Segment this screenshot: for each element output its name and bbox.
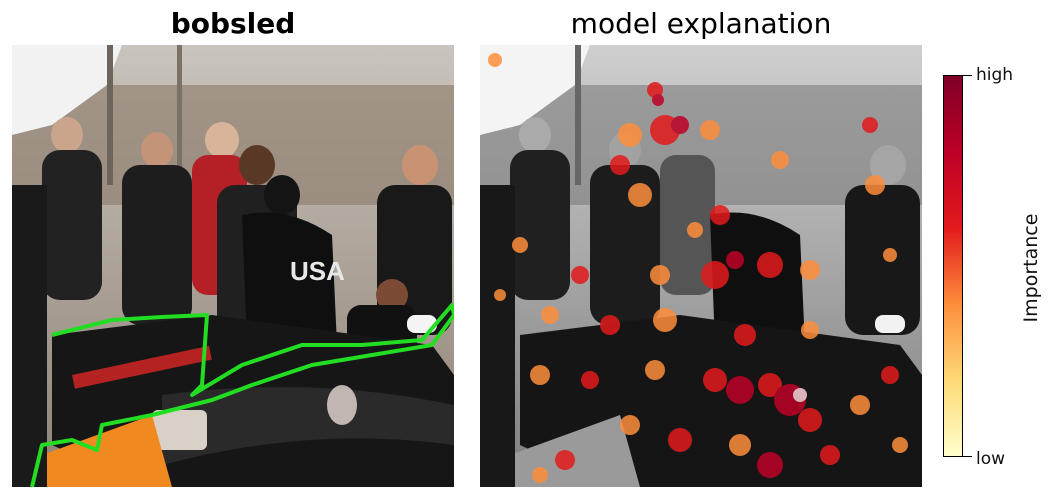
importance-colorbar — [943, 75, 963, 457]
left-panel-title: bobsled — [170, 7, 296, 40]
colorbar-low-label: low — [976, 449, 1006, 469]
colorbar-high-tick — [963, 75, 972, 76]
explanation-heatmap — [480, 45, 922, 487]
right-panel-title: model explanation — [570, 7, 832, 40]
colorbar-high-label: high — [976, 65, 1014, 85]
jersey-text: USA — [290, 256, 345, 286]
colorbar-low-tick — [963, 456, 972, 457]
colorbar-title: Importance — [1020, 213, 1042, 323]
object-highlight-contour — [30, 303, 454, 487]
original-image: USA — [12, 45, 454, 487]
